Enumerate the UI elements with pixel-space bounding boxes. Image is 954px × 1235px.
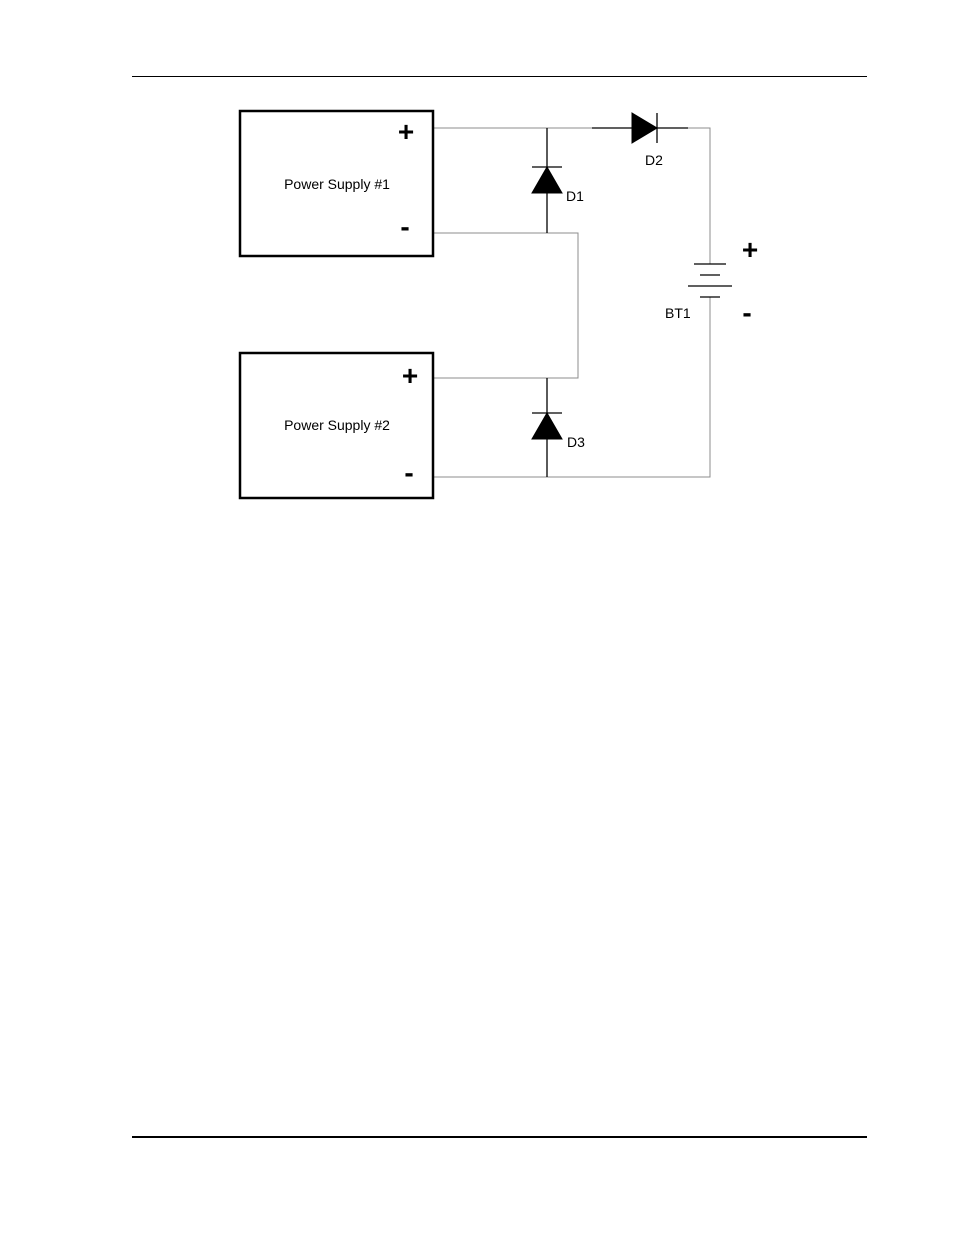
wire-d2-to-battery bbox=[688, 128, 710, 264]
power-supply-2-label: Power Supply #2 bbox=[284, 417, 390, 433]
power-supply-2-minus: - bbox=[404, 457, 413, 488]
diode-d1-symbol bbox=[532, 167, 562, 193]
diode-d1-label: D1 bbox=[566, 188, 584, 204]
wire-battery-to-ps2-negative bbox=[433, 297, 710, 477]
power-supply-1-minus: - bbox=[400, 211, 409, 242]
power-supply-1-plus: + bbox=[398, 116, 414, 147]
diode-d2-label: D2 bbox=[645, 152, 663, 168]
diode-d3: D3 bbox=[532, 378, 585, 477]
battery-bt1-label: BT1 bbox=[665, 305, 691, 321]
power-supply-2-plus: + bbox=[402, 360, 418, 391]
footer-rule bbox=[132, 1136, 867, 1138]
diode-d2-symbol bbox=[632, 113, 657, 143]
power-supply-1-label: Power Supply #1 bbox=[284, 176, 390, 192]
diode-d1: D1 bbox=[532, 128, 584, 233]
wire-ps1-negative-to-ps2-positive bbox=[433, 233, 578, 378]
diode-d3-label: D3 bbox=[567, 434, 585, 450]
diode-d3-symbol bbox=[532, 413, 562, 439]
battery-bt1-plus: + bbox=[742, 234, 758, 265]
power-supply-2: Power Supply #2 + - bbox=[240, 353, 433, 498]
battery-bt1: BT1 + - bbox=[665, 234, 758, 328]
power-supply-1: Power Supply #1 + - bbox=[240, 111, 433, 256]
battery-bt1-minus: - bbox=[742, 297, 751, 328]
diode-d2: D2 bbox=[592, 113, 688, 168]
